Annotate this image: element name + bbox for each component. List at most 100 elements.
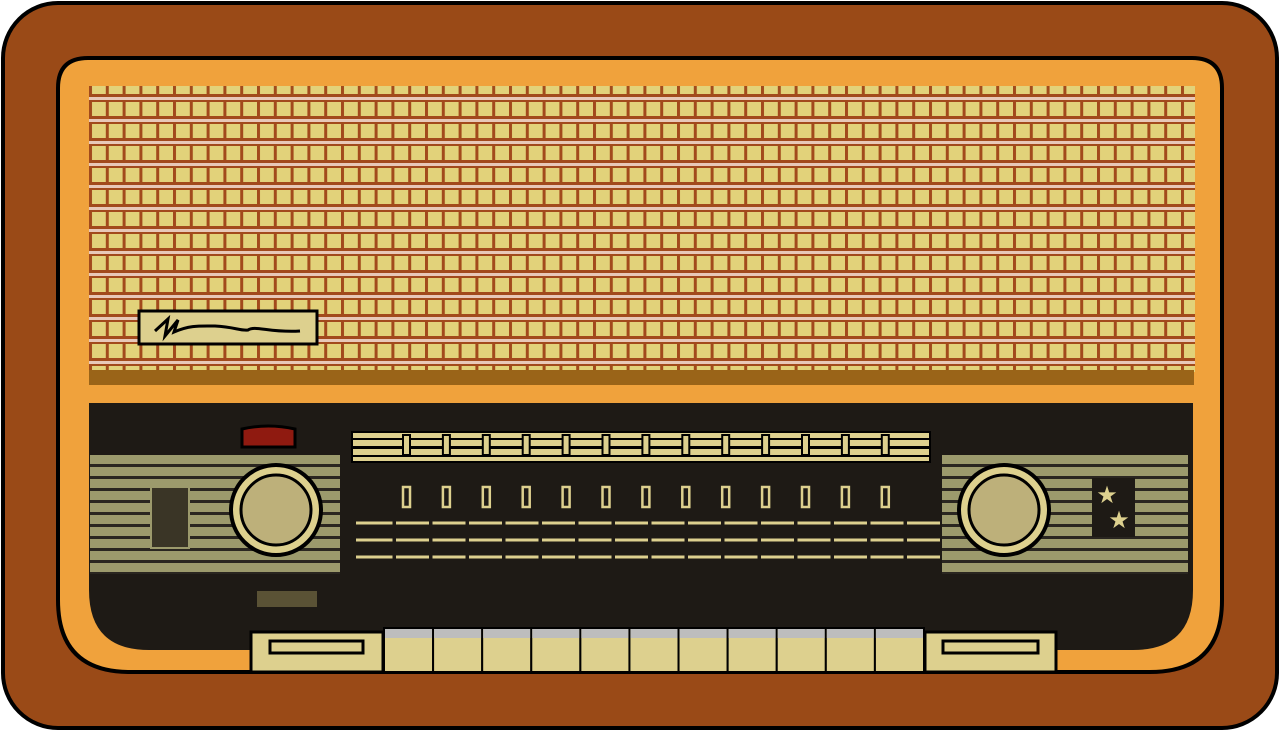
- scale-line: [542, 538, 575, 542]
- station-marker: [840, 485, 851, 509]
- preset-key[interactable]: [432, 627, 484, 673]
- scale-line: [359, 521, 393, 525]
- scale-line: [688, 521, 721, 525]
- dial-marker: [840, 434, 850, 456]
- preset-key[interactable]: [726, 627, 778, 673]
- preset-key[interactable]: [579, 627, 631, 673]
- scale-line: [469, 555, 502, 559]
- preset-key[interactable]: [481, 627, 533, 673]
- scale-line: [724, 521, 758, 525]
- power-button[interactable]: [240, 424, 297, 449]
- scale-line: [870, 538, 904, 542]
- scale-line: [578, 538, 612, 542]
- scale-line: [505, 555, 539, 559]
- scale-line: [578, 555, 612, 559]
- scale-line: [432, 521, 466, 525]
- scale-line: [359, 538, 393, 542]
- dial-marker: [441, 434, 451, 456]
- preset-key[interactable]: [677, 627, 729, 673]
- scale-line: [505, 521, 539, 525]
- station-marker: [521, 485, 531, 509]
- scale-line: [797, 538, 831, 542]
- station-marker: [481, 485, 492, 509]
- tuning-knob[interactable]: [957, 463, 1051, 557]
- scale-line: [615, 555, 648, 559]
- scale-line: [615, 521, 648, 525]
- station-marker: [760, 485, 771, 509]
- scale-line: [907, 538, 940, 542]
- station-marker: [441, 485, 452, 509]
- dial-marker: [761, 434, 771, 456]
- scale-line: [542, 521, 575, 525]
- dial-marker: [601, 434, 611, 456]
- control-panel: [89, 403, 1193, 650]
- preset-key[interactable]: [775, 627, 827, 673]
- scale-line: [469, 538, 502, 542]
- scale-line: [688, 555, 721, 559]
- scale-line: [724, 555, 758, 559]
- scale-line: [505, 538, 539, 542]
- station-marker: [561, 485, 571, 509]
- preset-key[interactable]: [873, 627, 926, 673]
- level-window: [150, 486, 190, 549]
- dial-marker: [561, 434, 571, 456]
- dial-marker: [801, 434, 810, 456]
- dial-marker: [641, 434, 651, 456]
- right-slot-button[interactable]: [923, 630, 1058, 674]
- tuning-dial: [351, 431, 931, 463]
- scale-line: [359, 555, 393, 559]
- indicator-light: [257, 591, 317, 607]
- preset-keys: [383, 627, 926, 673]
- scale-line: [870, 521, 904, 525]
- station-marker: [681, 485, 691, 509]
- preset-key[interactable]: [530, 627, 582, 673]
- station-marker: [641, 485, 651, 509]
- station-marker: [401, 485, 412, 509]
- left-slot-button[interactable]: [249, 630, 385, 674]
- scale-line: [761, 538, 794, 542]
- scale-line: [651, 521, 685, 525]
- scale-line: [432, 538, 466, 542]
- scale-line: [396, 521, 429, 525]
- volume-knob[interactable]: [229, 463, 323, 557]
- dial-marker: [880, 434, 890, 456]
- scale-line: [396, 538, 429, 542]
- dial-marker: [721, 434, 731, 456]
- scale-line: [907, 555, 940, 559]
- scale-line: [834, 521, 867, 525]
- scale-line: [834, 538, 867, 542]
- dial-marker: [481, 434, 491, 456]
- scale-line: [834, 555, 867, 559]
- scale-line: [797, 555, 831, 559]
- scale-line: [761, 521, 794, 525]
- scale-line: [651, 555, 685, 559]
- scale-line: [688, 538, 721, 542]
- preset-key[interactable]: [628, 627, 680, 673]
- scale-line: [907, 521, 940, 525]
- station-marker: [880, 485, 891, 509]
- preset-key[interactable]: [824, 627, 876, 673]
- scale-line: [724, 538, 758, 542]
- scale-line: [761, 555, 794, 559]
- station-marker: [720, 485, 731, 509]
- scale-line: [615, 538, 648, 542]
- scale-line: [870, 555, 904, 559]
- dial-marker: [681, 434, 691, 456]
- star-icon: ★: [1096, 481, 1118, 509]
- dial-marker: [402, 434, 411, 456]
- scale-line: [469, 521, 502, 525]
- scale-line: [396, 555, 429, 559]
- scale-line: [432, 555, 466, 559]
- frequency-scale: [356, 485, 940, 559]
- scale-line: [578, 521, 612, 525]
- preset-key[interactable]: [383, 627, 435, 673]
- scale-line: [797, 521, 831, 525]
- brand-badge: [137, 309, 319, 346]
- dial-marker: [521, 434, 531, 456]
- star-badge: ★ ★: [1092, 478, 1135, 537]
- star-icon: ★: [1108, 506, 1130, 534]
- scale-line: [651, 538, 685, 542]
- scale-line: [542, 555, 575, 559]
- station-marker: [601, 485, 611, 509]
